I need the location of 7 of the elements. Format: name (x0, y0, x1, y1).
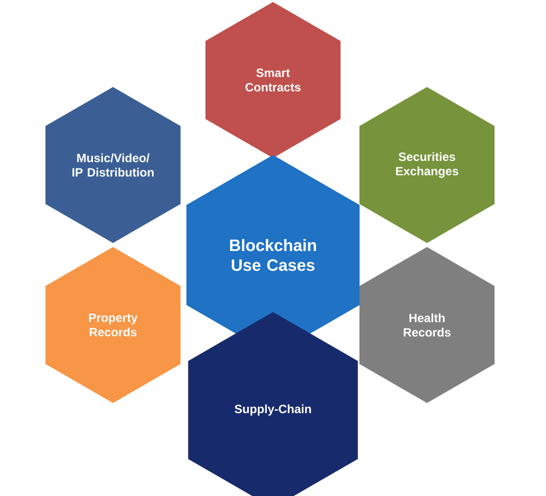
hexagon: Supply-Chain (188, 312, 358, 496)
hexagon: Smart Contracts (205, 2, 341, 158)
hexagon: Securities Exchanges (359, 87, 495, 243)
hexagon: Property Records (45, 247, 181, 403)
hexagon: Blockchain Use Cases (186, 155, 360, 355)
hexagon: Health Records (359, 247, 495, 403)
hexagon: Music/Video/ IP Distribution (45, 87, 181, 243)
